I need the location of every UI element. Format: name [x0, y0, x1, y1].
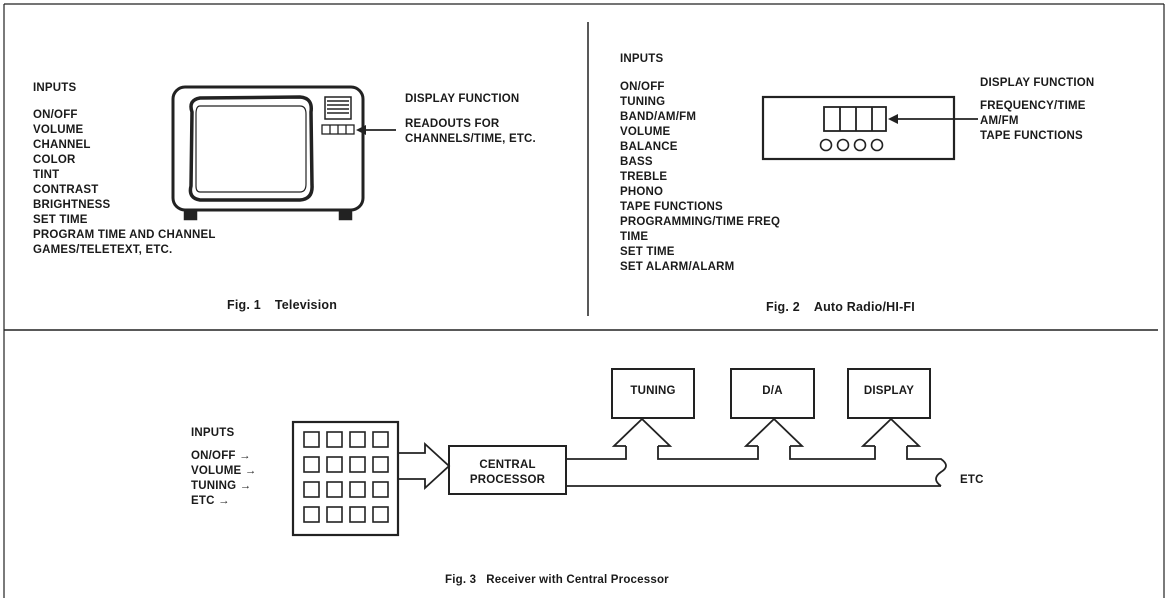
fig3-input-item: TUNING → [191, 480, 252, 492]
keypad-key [303, 431, 320, 448]
fig1-input-item: CHANNEL [33, 139, 91, 151]
tuning-box [611, 368, 695, 419]
fig1-input-item: PROGRAM TIME AND CHANNEL [33, 229, 216, 241]
fig1-caption: Fig. 1 Television [227, 298, 337, 312]
fig2-input-item: SET TIME [620, 246, 675, 258]
fig1-display-lines: READOUTS FOR CHANNELS/TIME, ETC. [405, 117, 536, 147]
da-box [730, 368, 815, 419]
fig2-inputs-title: INPUTS [620, 53, 664, 65]
fig1-display-title: DISPLAY FUNCTION [405, 93, 520, 105]
fig3-inputs-list: ON/OFF → VOLUME → TUNING → ETC → [191, 449, 257, 509]
keypad-key [349, 431, 366, 448]
fig2-inputs-list: ON/OFF TUNING BAND/AM/FM VOLUME BALANCE BASS T… [620, 80, 780, 275]
fig2-input-item: TREBLE [620, 171, 668, 183]
fig3-caption-number: Fig. 3 [445, 574, 477, 586]
fig2-input-item: PROGRAMMING/TIME FREQ [620, 216, 781, 228]
fig1-inputs-list: ON/OFF VOLUME CHANNEL COLOR TINT CONTRAST BRIG… [33, 108, 216, 258]
fig2-input-item: TUNING [620, 96, 666, 108]
radio-icon [761, 95, 956, 161]
fig3-input-item: VOLUME → [191, 465, 257, 477]
keypad-key [303, 456, 320, 473]
tuning-label: TUNING [630, 385, 676, 397]
da-label: D/A [762, 385, 783, 397]
fig2-input-item: VOLUME [620, 126, 671, 138]
central-processor-label-line2: PROCESSOR [469, 474, 546, 486]
bus-arrows [611, 417, 922, 447]
fig2-display-line: FREQUENCY/TIME [980, 100, 1086, 112]
fig2-input-item: TIME [620, 231, 649, 243]
fig1-input-item: COLOR [33, 154, 76, 166]
fig2-caption-number: Fig. 2 [766, 300, 800, 314]
keypad-key [372, 481, 389, 498]
fig1-input-item: VOLUME [33, 124, 84, 136]
keypad-to-processor-arrow [398, 441, 451, 491]
fig1-input-item: SET TIME [33, 214, 88, 226]
fig3-inputs-title: INPUTS [191, 427, 235, 439]
television-icon [171, 85, 365, 221]
fig1-input-item: GAMES/TELETEXT, ETC. [33, 244, 173, 256]
fig3-input-item: ON/OFF → [191, 450, 251, 462]
keypad-key [349, 506, 366, 523]
fig1-input-item: CONTRAST [33, 184, 99, 196]
central-processor-label-line1: CENTRAL [479, 459, 536, 471]
fig1-display-line: CHANNELS/TIME, ETC. [405, 133, 536, 145]
keypad-key [372, 506, 389, 523]
keypad-key [349, 456, 366, 473]
fig1-inputs-title: INPUTS [33, 82, 77, 94]
display-label: DISPLAY [863, 385, 915, 397]
central-processor-label: CENTRAL PROCESSOR [449, 458, 566, 488]
fig2-display-lines: FREQUENCY/TIME AM/FM TAPE FUNCTIONS [980, 99, 1086, 144]
fig2-input-item: SET ALARM/ALARM [620, 261, 735, 273]
fig2-input-item: PHONO [620, 186, 664, 198]
frame [3, 3, 1165, 598]
fig2-display-line: AM/FM [980, 115, 1019, 127]
fig2-input-item: TAPE FUNCTIONS [620, 201, 723, 213]
fig2-input-item: BALANCE [620, 141, 678, 153]
data-bus [566, 446, 947, 487]
fig1-caption-number: Fig. 1 [227, 298, 261, 312]
fig1-input-item: TINT [33, 169, 60, 181]
keypad-key [303, 506, 320, 523]
fig2-input-item: BASS [620, 156, 653, 168]
fig2-display-title: DISPLAY FUNCTION [980, 77, 1095, 89]
fig3-input-item: ETC → [191, 495, 230, 507]
fig3-caption: Fig. 3 Receiver with Central Processor [445, 574, 669, 586]
fig2-caption: Fig. 2 Auto Radio/HI-FI [766, 300, 915, 314]
etc-label: ETC [960, 474, 984, 486]
keypad-key [326, 506, 343, 523]
keypad-key [349, 481, 366, 498]
radio-display-arrow [888, 114, 978, 124]
keypad-key [303, 481, 320, 498]
fig1-display-line: READOUTS FOR [405, 118, 500, 130]
display-box [847, 368, 931, 419]
fig1-input-item: ON/OFF [33, 109, 78, 121]
keypad-key [372, 456, 389, 473]
fig2-input-item: BAND/AM/FM [620, 111, 697, 123]
tv-display-arrow [356, 125, 396, 135]
keypad-key [372, 431, 389, 448]
fig1-input-item: BRIGHTNESS [33, 199, 111, 211]
fig2-input-item: ON/OFF [620, 81, 665, 93]
fig1-caption-text: Television [274, 298, 338, 312]
fig3-caption-text: Receiver with Central Processor [486, 574, 669, 586]
keypad-key [326, 431, 343, 448]
keypad-key [326, 481, 343, 498]
fig2-caption-text: Auto Radio/HI-FI [813, 300, 915, 314]
keypad-key [326, 456, 343, 473]
keypad-icon [291, 420, 400, 537]
central-processor-box [448, 445, 567, 495]
fig2-display-line: TAPE FUNCTIONS [980, 130, 1083, 142]
